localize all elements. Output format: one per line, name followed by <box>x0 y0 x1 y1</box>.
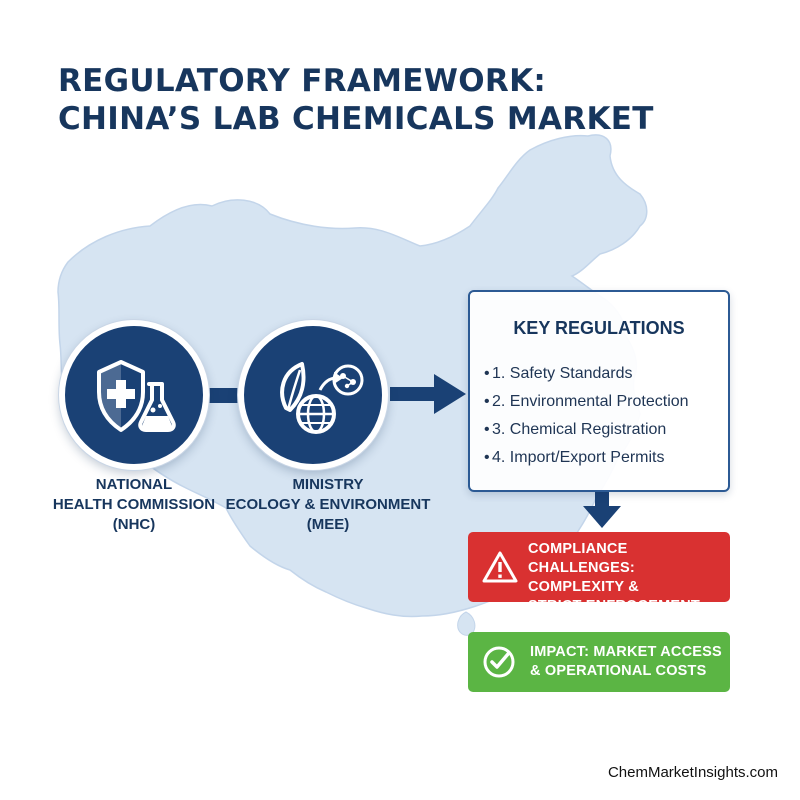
compliance-line-2: COMPLEXITY & <box>528 579 639 595</box>
key-regulations-box: KEY REGULATIONS •1. Safety Standards •2.… <box>468 290 730 492</box>
regulation-item-text: 2. Environmental Protection <box>492 393 689 410</box>
page-title-line-1: REGULATORY FRAMEWORK: <box>58 63 547 99</box>
key-regulations-title: KEY REGULATIONS <box>513 318 685 338</box>
impact-text: IMPACT: MARKET ACCESS & OPERATIONAL COST… <box>530 643 722 681</box>
compliance-challenges-banner: COMPLIANCE CHALLENGES: COMPLEXITY & STRI… <box>468 532 730 614</box>
warning-icon <box>482 551 518 583</box>
regulation-item-text: 4. Import/Export Permits <box>492 449 665 466</box>
mee-label-line-1: MINISTRY <box>292 476 364 493</box>
bullet-icon: • <box>484 421 490 438</box>
check-circle-icon <box>483 646 515 678</box>
bullet-icon: • <box>484 365 490 382</box>
impact-line-2: & OPERATIONAL COSTS <box>530 663 707 679</box>
compliance-line-3: STRICT ENFROCEMENT <box>528 598 700 614</box>
page-title: REGULATORY FRAMEWORK: CHINA’S LAB CHEMIC… <box>58 62 654 138</box>
arrow-to-compliance <box>583 492 621 528</box>
compliance-line-1: COMPLIANCE CHALLENGES: <box>528 541 635 576</box>
shield-flask-icon <box>97 360 176 432</box>
page-title-line-2: CHINA’S LAB CHEMICALS MARKET <box>58 101 654 137</box>
impact-line-1: IMPACT: MARKET ACCESS <box>530 644 722 660</box>
regulation-item-text: 3. Chemical Registration <box>492 421 667 438</box>
nhc-label-line-2: HEALTH COMMISSION <box>52 496 216 513</box>
mee-label-line-3: (MEE) <box>306 516 350 533</box>
regulation-item-text: 1. Safety Standards <box>492 365 633 382</box>
bullet-icon: • <box>484 449 490 466</box>
compliance-text: COMPLIANCE CHALLENGES: COMPLEXITY & STRI… <box>528 540 730 616</box>
key-regulations-list: •1. Safety Standards •2. Environmental P… <box>484 360 689 472</box>
arrow-to-regulations <box>390 374 466 414</box>
source-credit: ChemMarketInsights.com <box>607 764 778 781</box>
impact-banner: IMPACT: MARKET ACCESS & OPERATIONAL COST… <box>468 632 730 692</box>
mee-label: MINISTRY ECOLOGY & ENVIRONMENT (MEE) <box>215 475 441 535</box>
nhc-label-line-1: NATIONAL <box>95 476 173 493</box>
mee-circle <box>238 320 388 470</box>
regulation-item: •1. Safety Standards <box>484 360 689 388</box>
nhc-circle <box>59 320 209 470</box>
bullet-icon: • <box>484 393 490 410</box>
mee-label-line-2: ECOLOGY & ENVIRONMENT <box>225 496 431 513</box>
regulation-item: •4. Import/Export Permits <box>484 444 689 472</box>
leaf-globe-molecule-icon <box>280 362 364 434</box>
nhc-label: NATIONAL HEALTH COMMISSION (NHC) <box>34 475 234 535</box>
nhc-label-line-3: (NHC) <box>112 516 156 533</box>
regulation-item: •2. Environmental Protection <box>484 388 689 416</box>
regulation-item: •3. Chemical Registration <box>484 416 689 444</box>
